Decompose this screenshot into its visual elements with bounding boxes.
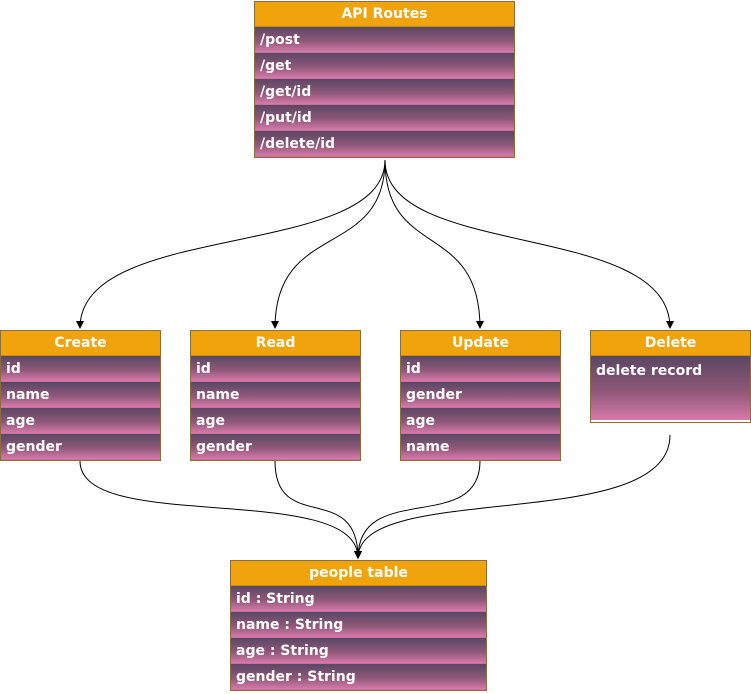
route-delete-id: /delete/id — [255, 131, 514, 157]
edge-create-to-people — [79, 460, 362, 559]
read-entity[interactable]: Read id name age gender — [190, 330, 361, 461]
edge-update-to-people — [354, 460, 481, 559]
api-routes-entity[interactable]: API Routes /post /get /get/id /put/id /d… — [254, 1, 515, 158]
people-field-gender: gender : String — [231, 664, 486, 690]
delete-field-record: delete record — [591, 356, 750, 422]
edge-api-to-delete — [384, 159, 674, 329]
edge-api-to-update — [384, 159, 484, 329]
update-field-id: id — [401, 356, 560, 382]
edge-api-to-read — [271, 159, 386, 329]
route-get: /get — [255, 53, 514, 79]
read-field-age: age — [191, 408, 360, 434]
people-field-age: age : String — [231, 638, 486, 664]
api-routes-title: API Routes — [255, 2, 514, 27]
route-post: /post — [255, 27, 514, 53]
create-field-name: name — [1, 382, 160, 408]
create-field-age: age — [1, 408, 160, 434]
update-field-gender: gender — [401, 382, 560, 408]
create-field-gender: gender — [1, 434, 160, 460]
delete-title: Delete — [591, 331, 750, 356]
people-field-name: name : String — [231, 612, 486, 638]
update-title: Update — [401, 331, 560, 356]
read-field-gender: gender — [191, 434, 360, 460]
people-table-entity[interactable]: people table id : String name : String a… — [230, 560, 487, 691]
read-title: Read — [191, 331, 360, 356]
read-field-name: name — [191, 382, 360, 408]
edge-api-to-create — [76, 159, 386, 329]
create-field-id: id — [1, 356, 160, 382]
route-get-id: /get/id — [255, 79, 514, 105]
route-put-id: /put/id — [255, 105, 514, 131]
edge-read-to-people — [274, 460, 362, 559]
create-entity[interactable]: Create id name age gender — [0, 330, 161, 461]
update-entity[interactable]: Update id gender age name — [400, 330, 561, 461]
update-field-age: age — [401, 408, 560, 434]
people-field-id: id : String — [231, 586, 486, 612]
edge-delete-to-people — [354, 434, 671, 559]
create-title: Create — [1, 331, 160, 356]
delete-entity[interactable]: Delete delete record — [590, 330, 751, 423]
update-field-name: name — [401, 434, 560, 460]
people-table-title: people table — [231, 561, 486, 586]
read-field-id: id — [191, 356, 360, 382]
